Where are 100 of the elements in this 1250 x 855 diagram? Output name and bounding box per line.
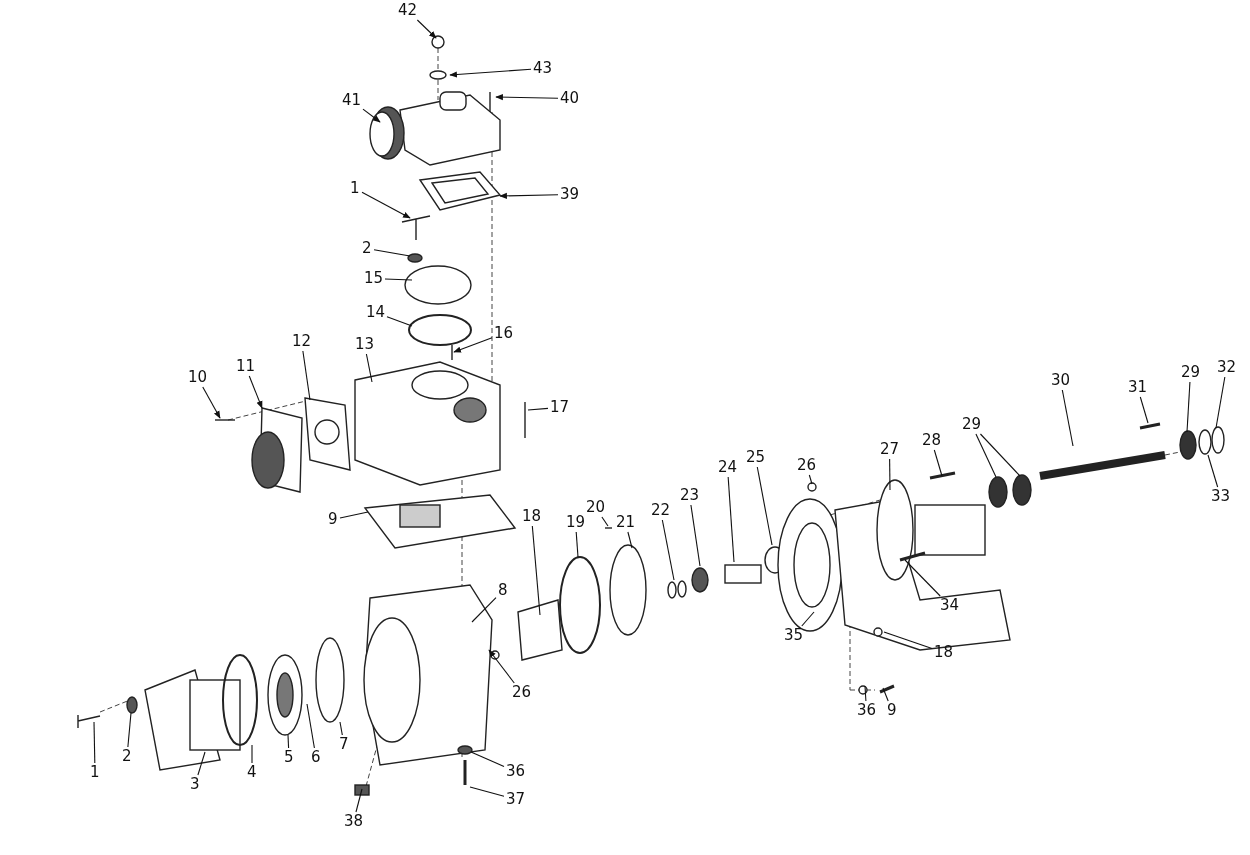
callout-number: 16: [494, 325, 514, 342]
callout-number: 41: [342, 92, 362, 109]
callout-number: 18: [934, 644, 954, 661]
callout-number: 32: [1217, 359, 1237, 376]
leader-line: [808, 474, 813, 485]
callout-number: 31: [1128, 379, 1148, 396]
leader-line: [690, 504, 701, 567]
callout-number: 8: [498, 582, 508, 599]
leader-line: [601, 516, 609, 527]
leader-line: [661, 519, 675, 581]
callout-number: 2: [122, 748, 132, 765]
leader-line: [575, 531, 579, 558]
callout-number: 9: [328, 511, 338, 528]
leader-line: [1061, 389, 1074, 447]
leader-line: [904, 559, 941, 597]
leader-line: [384, 278, 413, 281]
leader-line: [251, 744, 253, 764]
callout-number: 6: [311, 749, 321, 766]
leader-line: [470, 751, 505, 767]
leader-arrow: [362, 108, 381, 123]
callout-number: 38: [344, 813, 364, 830]
leader-line: [531, 525, 541, 616]
leader-line: [527, 407, 549, 411]
callout-number: 27: [880, 441, 900, 458]
callout-number: 36: [506, 763, 526, 780]
callout-number: 25: [746, 449, 766, 466]
callout-number: 29: [1181, 364, 1201, 381]
leader-line: [801, 611, 815, 627]
callout-number: 24: [718, 459, 738, 476]
leader-line: [469, 786, 505, 797]
callout-number: 9: [887, 702, 897, 719]
leader-line: [889, 458, 891, 491]
callout-number: 42: [398, 2, 418, 19]
callout-number: 40: [560, 90, 580, 107]
callout-number: 3: [190, 776, 200, 793]
callout-number: 23: [680, 487, 700, 504]
leader-line: [979, 433, 1021, 477]
callout-number: 4: [247, 764, 257, 781]
callout-number: 21: [616, 514, 636, 531]
callout-number: 10: [188, 369, 208, 386]
leader-line: [302, 350, 311, 401]
callout-number: 43: [533, 60, 553, 77]
leader-line: [93, 721, 96, 764]
leader-line: [287, 734, 290, 749]
callout-number: 12: [292, 333, 312, 350]
leader-line: [1186, 381, 1191, 433]
leader-line: [1207, 454, 1219, 488]
callout-number: 37: [506, 791, 526, 808]
leader-line: [365, 353, 373, 383]
callout-number: 11: [236, 358, 256, 375]
callout-number: 33: [1211, 488, 1231, 505]
leader-arrow: [499, 192, 559, 199]
leader-arrow: [361, 191, 411, 219]
callout-number: 2: [362, 240, 372, 257]
leader-line: [355, 788, 363, 813]
leader-line: [975, 433, 997, 478]
leader-line: [864, 685, 867, 702]
leader-line: [627, 531, 633, 549]
leader-line: [339, 721, 343, 736]
callout-number: 34: [940, 597, 960, 614]
leader-line: [883, 631, 933, 650]
leader-line: [1139, 396, 1149, 424]
callout-number: 39: [560, 186, 580, 203]
callout-number: 28: [922, 432, 942, 449]
callout-number: 30: [1051, 372, 1071, 389]
leader-line: [756, 466, 773, 546]
leader-line: [373, 249, 411, 257]
callout-number: 22: [651, 502, 671, 519]
callout-number: 14: [366, 304, 386, 321]
callout-number: 26: [512, 684, 532, 701]
leader-line: [933, 449, 943, 477]
leader-line: [471, 597, 497, 623]
callout-number: 7: [339, 736, 349, 753]
leader-arrow: [488, 649, 515, 684]
callout-number: 17: [550, 399, 570, 416]
callout-number: 26: [797, 457, 817, 474]
callout-number: 15: [364, 270, 384, 287]
leader-arrow: [248, 375, 263, 409]
callout-number: 29: [962, 416, 982, 433]
callout-number: 1: [90, 764, 100, 781]
leader-line: [1215, 376, 1226, 429]
callout-number: 1: [350, 180, 360, 197]
leader-line: [882, 687, 889, 702]
leader-arrow: [416, 19, 437, 39]
callout-number: 5: [284, 749, 294, 766]
callout-number: 20: [586, 499, 606, 516]
callout-number: 35: [784, 627, 804, 644]
leader-line: [197, 751, 206, 776]
leader-arrow: [202, 386, 221, 419]
callout-number: 13: [355, 336, 375, 353]
leader-line: [127, 712, 132, 748]
leader-line: [386, 316, 413, 327]
leader-arrow: [495, 94, 559, 101]
callout-number: 36: [857, 702, 877, 719]
leader-arrow: [453, 337, 493, 353]
callout-number: 18: [522, 508, 542, 525]
leader-line: [339, 511, 369, 519]
leader-line: [727, 476, 735, 563]
leader-arrow: [449, 68, 532, 78]
leader-line: [306, 703, 315, 749]
